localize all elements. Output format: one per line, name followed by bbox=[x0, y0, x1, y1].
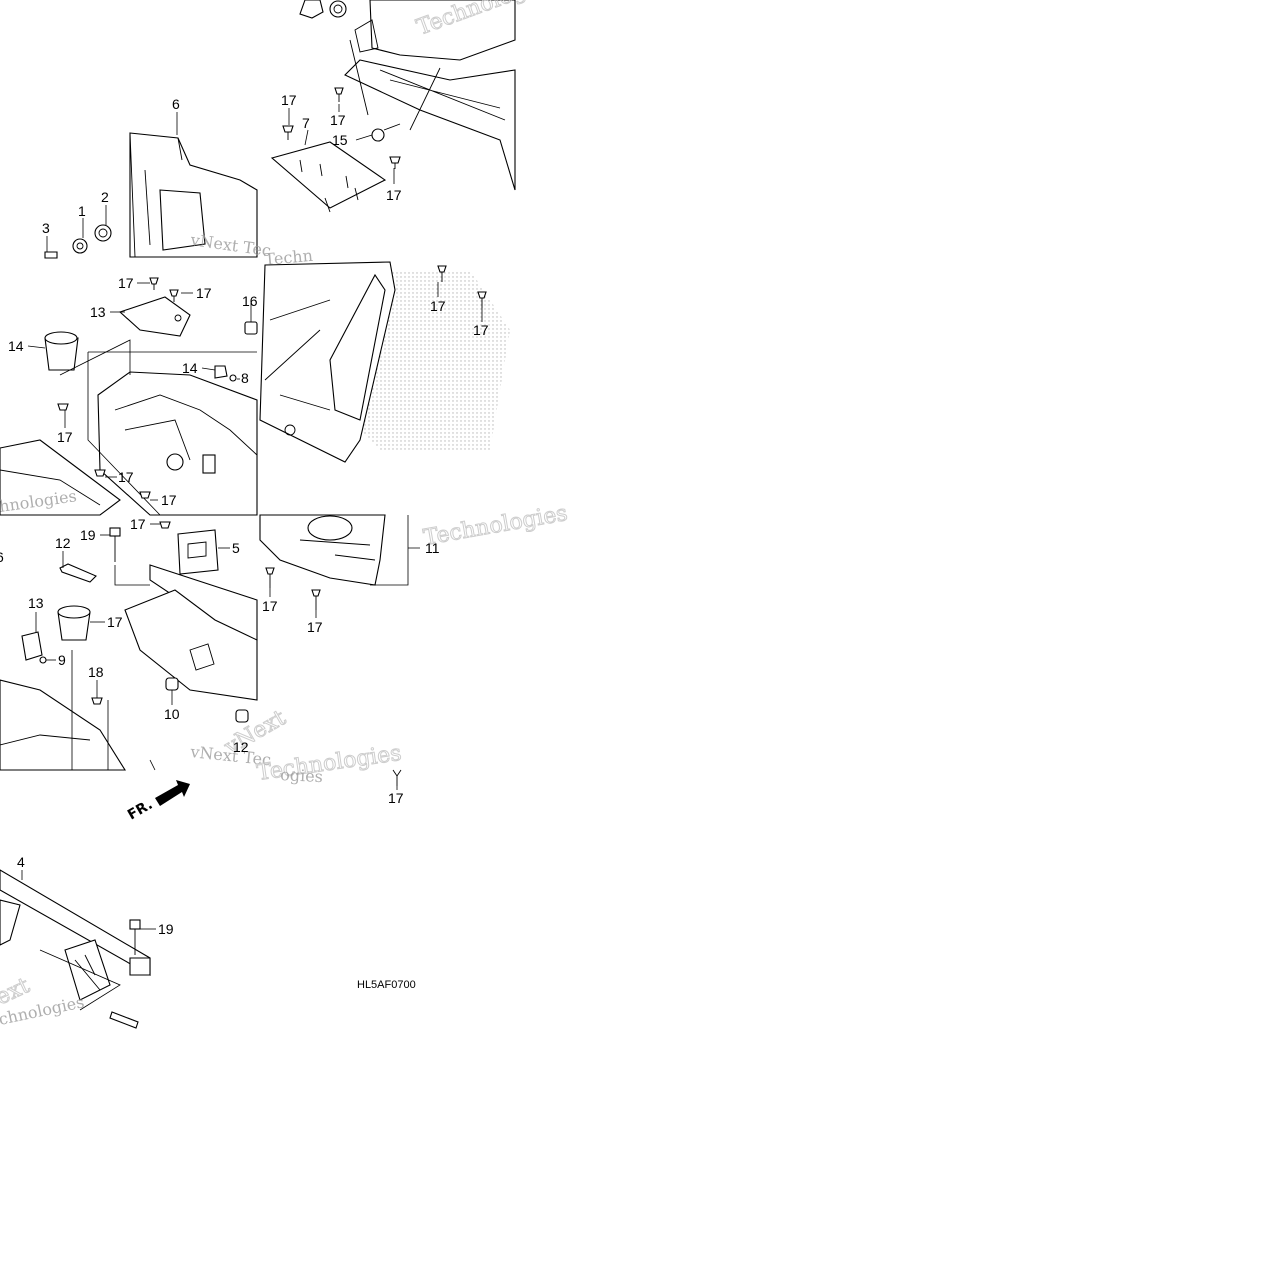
bolt-15 bbox=[371, 123, 401, 142]
callout-12: 17 bbox=[107, 614, 123, 630]
grommet-12 bbox=[44, 331, 79, 371]
callout-6: 6 bbox=[172, 96, 180, 112]
callout-14: 17 bbox=[388, 790, 404, 806]
callout-5: 5 bbox=[232, 540, 240, 556]
bolt bbox=[109, 1011, 139, 1029]
grommet-11 bbox=[21, 631, 43, 661]
bolt-19 bbox=[129, 919, 141, 955]
callout-17: 17 bbox=[57, 429, 73, 445]
callout-2: 2 bbox=[101, 189, 109, 205]
svg-text:Technologies: Technologies bbox=[255, 741, 403, 786]
dash-frame-assembly bbox=[0, 277, 258, 516]
callout-leaders bbox=[21, 104, 483, 930]
callout-17: 17 bbox=[130, 516, 146, 532]
callout-11: 13 bbox=[28, 595, 44, 611]
rear-panel-9 bbox=[259, 514, 420, 786]
callout-19: 19 bbox=[80, 527, 96, 543]
bolt-19 bbox=[109, 527, 121, 562]
clip-17 bbox=[94, 469, 106, 477]
callout-8: 8 bbox=[241, 370, 249, 386]
callout-labels: 6 2 1 3 17 17 7 15 17 17 17 13 16 14 14 … bbox=[0, 92, 489, 937]
callout-14: 12 bbox=[55, 535, 71, 551]
callout-17: 17 bbox=[330, 112, 346, 128]
callout-17: 17 bbox=[262, 598, 278, 614]
clip-17 bbox=[477, 291, 487, 308]
svg-text:Techn: Techn bbox=[264, 246, 314, 269]
nut-13 bbox=[235, 709, 249, 723]
clip-17 bbox=[139, 491, 151, 499]
svg-text:Technologies: Technologies bbox=[422, 501, 570, 551]
svg-text:ogies: ogies bbox=[280, 765, 324, 786]
clip-17 bbox=[91, 697, 103, 705]
clip-17 bbox=[437, 265, 447, 282]
clip-17 bbox=[282, 125, 294, 140]
plate-5 bbox=[177, 529, 219, 575]
clip-17 bbox=[169, 289, 179, 302]
callout-17: 17 bbox=[118, 469, 134, 485]
front-marker-label: FR. bbox=[125, 797, 155, 824]
callout-17: 17 bbox=[386, 187, 402, 203]
bolt-14 bbox=[59, 563, 97, 583]
callout-12: 14 bbox=[8, 338, 24, 354]
callout-7: 7 bbox=[302, 115, 310, 131]
callout-17: 18 bbox=[88, 664, 104, 680]
clip-17 bbox=[311, 589, 321, 610]
callout-9: 11 bbox=[425, 540, 440, 556]
callout-17: 17 bbox=[161, 492, 177, 508]
front-direction-arrow: FR. bbox=[125, 780, 190, 823]
nut-18 bbox=[165, 677, 179, 691]
callout-17: 17 bbox=[430, 298, 446, 314]
callout-3: 3 bbox=[42, 220, 50, 236]
clip-17 bbox=[149, 277, 159, 290]
callout-16: 16 bbox=[242, 293, 258, 309]
bracket-assembly-4 bbox=[0, 869, 151, 1029]
callout-17: 17 bbox=[307, 619, 323, 635]
callout-19: 19 bbox=[158, 921, 174, 937]
under-panel-assembly bbox=[270, 0, 516, 213]
callout-13: 14 bbox=[182, 360, 198, 376]
clip-17 bbox=[389, 156, 401, 169]
clip-17 bbox=[334, 87, 344, 102]
fender-panel-assembly bbox=[259, 261, 510, 463]
clip-17 bbox=[265, 567, 275, 588]
nut-16 bbox=[244, 321, 258, 335]
callout-4: 4 bbox=[17, 854, 25, 870]
callout-6: 6 bbox=[0, 549, 4, 565]
crossmember-assembly bbox=[0, 521, 258, 771]
side-panel-assembly bbox=[44, 132, 258, 259]
clip-17 bbox=[57, 403, 69, 411]
callout-17: 17 bbox=[281, 92, 297, 108]
grommet-12 bbox=[57, 605, 91, 641]
drawing-code: HL5AF0700 bbox=[357, 979, 416, 991]
callout-17: 17 bbox=[118, 275, 134, 291]
callout-17: 17 bbox=[196, 285, 212, 301]
callout-1: 1 bbox=[78, 203, 86, 219]
nut-13 bbox=[214, 365, 228, 379]
callout-17: 17 bbox=[473, 322, 489, 338]
clip-17 bbox=[159, 521, 171, 529]
callout-10: 13 bbox=[90, 304, 106, 320]
callout-13: 12 bbox=[233, 739, 249, 755]
callout-8: 9 bbox=[58, 652, 66, 668]
callout-18: 10 bbox=[164, 706, 180, 722]
callout-15: 15 bbox=[332, 132, 348, 148]
cover-plate-7 bbox=[270, 141, 387, 213]
